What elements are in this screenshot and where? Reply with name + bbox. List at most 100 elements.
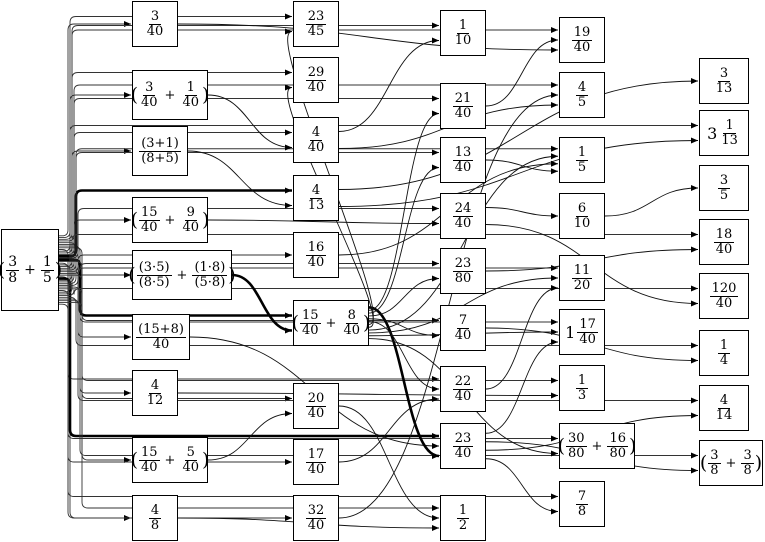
numerator: 4 — [309, 124, 323, 141]
denominator: 40 — [307, 405, 325, 421]
edge-n-4-40-to-n-1-10 — [338, 37, 440, 132]
denominator: (5·8) — [194, 274, 226, 290]
numerator: 22 — [452, 373, 474, 390]
numerator: 3 — [717, 172, 731, 189]
denominator: 40 — [146, 23, 164, 39]
operator: + — [164, 87, 176, 103]
paren: ( — [699, 451, 708, 474]
numerator: 7 — [575, 488, 589, 505]
numerator: (3+1) — [139, 135, 181, 152]
node-n-15p8-40: (15+8)40 — [132, 314, 190, 360]
edge-n-17-40-to-n-22-40 — [338, 396, 440, 463]
denominator: 5 — [42, 269, 52, 286]
denominator: 45 — [307, 23, 325, 39]
denominator: 40 — [307, 254, 325, 270]
numerator: 19 — [571, 24, 593, 41]
denominator: 40 — [343, 322, 360, 338]
denominator: 40 — [182, 94, 199, 110]
paren: ( — [130, 208, 138, 231]
numerator: 23 — [452, 430, 474, 447]
denominator: 40 — [579, 331, 596, 347]
numerator: (15+8) — [136, 321, 186, 338]
numerator: 1 — [40, 253, 54, 271]
edge-root-to-n-13-40 — [59, 149, 439, 271]
denominator: 40 — [307, 139, 325, 155]
denominator: 40 — [715, 295, 733, 311]
denominator: 5 — [577, 159, 587, 175]
edge-root-to-n-sum-30-80-16-80 — [59, 303, 558, 442]
edge-n-23-40-to-n-1-17-40 — [485, 339, 559, 434]
numerator: 15 — [300, 307, 321, 324]
numerator: (1·8) — [192, 259, 228, 276]
denominator: 40 — [141, 94, 158, 110]
edge-n-4-13-to-n-3-1-13 — [338, 137, 699, 207]
numerator: 16 — [607, 430, 628, 447]
operator: + — [176, 267, 188, 283]
edge-n-13-40-to-n-1-5 — [485, 159, 559, 175]
denominator: 8 — [150, 517, 160, 533]
denominator: 40 — [573, 39, 591, 55]
denominator: 40 — [454, 159, 472, 175]
numerator: 9 — [184, 204, 197, 221]
operator: + — [591, 438, 603, 454]
numerator: 23 — [452, 255, 474, 272]
denominator: 13 — [307, 197, 325, 213]
denominator: 5 — [719, 187, 729, 203]
node-n-3p1-8p5: (3+1)(8+5) — [132, 126, 188, 176]
denominator: 13 — [721, 132, 738, 148]
paren: ) — [54, 258, 63, 281]
numerator: 3 — [6, 253, 20, 271]
denominator: 8 — [710, 462, 719, 478]
operator: + — [164, 212, 176, 228]
denominator: 10 — [454, 32, 472, 48]
denominator: 4 — [719, 352, 729, 368]
denominator: 40 — [182, 219, 199, 235]
edge-n-6-10-to-n-3-5 — [604, 185, 699, 217]
denominator: 80 — [454, 270, 472, 286]
denominator: 80 — [609, 445, 626, 461]
node-n-prod-sum: ((3·5)(8·5)+(1·8)(5·8)) — [128, 250, 236, 300]
operator: + — [24, 262, 36, 278]
numerator: 120 — [709, 280, 739, 297]
fraction: (1·8)(5·8) — [192, 259, 228, 290]
numerator: 4 — [148, 502, 162, 519]
operator: + — [325, 315, 337, 331]
numerator: 4 — [575, 79, 589, 96]
edge-root-to-n-11-20 — [59, 265, 558, 286]
edge-root-to-n-120-40 — [59, 285, 698, 297]
edge-root-to-n-3-1-13 — [59, 122, 698, 293]
